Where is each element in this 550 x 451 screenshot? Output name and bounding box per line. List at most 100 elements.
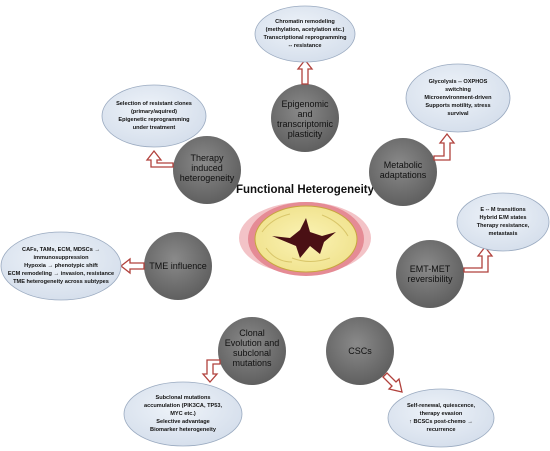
node-label: CSCs	[348, 346, 372, 356]
bubble-line: ↑ BCSCs post-chemo →	[409, 419, 473, 425]
svg-text:Hybrid E/M states: Hybrid E/M states	[480, 215, 527, 221]
node-label: plasticity	[288, 129, 323, 139]
bubble-line: Selective advantage	[156, 419, 209, 425]
bubble-line: therapy evasion	[420, 411, 463, 417]
svg-text:Chromatin remodeling: Chromatin remodeling	[275, 19, 335, 25]
svg-text:switching: switching	[445, 87, 471, 93]
svg-text:E -- M transitions: E -- M transitions	[480, 207, 525, 213]
svg-text:reversibility: reversibility	[407, 274, 453, 284]
node-label: subclonal	[233, 348, 271, 358]
node-label: Epigenomic	[281, 99, 329, 109]
bubble-line: Chromatin remodeling	[275, 19, 335, 25]
bubble-line: immunosuppression	[33, 255, 89, 261]
node-label: adaptations	[380, 170, 427, 180]
svg-text:(methylation, acetylation etc.: (methylation, acetylation etc.)	[266, 27, 345, 33]
arrow-cscs	[382, 372, 403, 393]
bubble-line: Subclonal mutations	[155, 395, 210, 401]
svg-text:accumulation (PIK3CA, TP53,: accumulation (PIK3CA, TP53,	[144, 403, 222, 409]
node-emt-met: EMT-MET reversibility	[396, 240, 464, 308]
svg-text:Evolution and: Evolution and	[225, 338, 280, 348]
svg-text:EMT-MET: EMT-MET	[410, 264, 451, 274]
svg-text:induced: induced	[191, 163, 223, 173]
arrow-emt	[463, 245, 494, 273]
node-label: Therapy	[190, 153, 224, 163]
arrow-up-epigenomic	[296, 58, 314, 85]
svg-text:Supports motility, stress: Supports motility, stress	[425, 103, 490, 109]
svg-text:metastasis: metastasis	[489, 231, 518, 237]
svg-text:Selective advantage: Selective advantage	[156, 419, 209, 425]
node-label: heterogeneity	[180, 173, 235, 183]
svg-text:Selection of resistant clones: Selection of resistant clones	[116, 101, 192, 107]
bubble-line: Self-renewal, quiescence,	[407, 403, 476, 409]
node-label: mutations	[232, 358, 272, 368]
svg-text:adaptations: adaptations	[380, 170, 427, 180]
bubble-line: Hybrid E/M states	[480, 215, 527, 221]
svg-text:↑ BCSCs post-chemo →: ↑ BCSCs post-chemo →	[409, 419, 473, 425]
bubble-emt: E -- M transitions Hybrid E/M states The…	[456, 192, 550, 252]
node-epigenomic: Epigenomic and transcriptomic plasticity	[271, 84, 339, 152]
svg-text:MYC etc.): MYC etc.)	[170, 411, 196, 417]
node-label: reversibility	[407, 274, 453, 284]
bubble-cscs: Self-renewal, quiescence, therapy evasio…	[387, 388, 495, 448]
svg-text:(primary/aquired): (primary/aquired)	[131, 109, 177, 115]
svg-text:-- resistance: -- resistance	[289, 43, 322, 49]
svg-text:Epigenomic: Epigenomic	[281, 99, 329, 109]
svg-text:subclonal: subclonal	[233, 348, 271, 358]
central-cell-illustration	[239, 202, 371, 276]
bubble-line: under treatment	[133, 125, 176, 131]
arrow-clonal	[201, 359, 221, 383]
svg-text:Metabolic: Metabolic	[384, 160, 423, 170]
svg-text:ECM remodeling → invasion, res: ECM remodeling → invasion, resistance	[8, 271, 114, 277]
bubble-line: Supports motility, stress	[425, 103, 490, 109]
node-tme: TME influence	[144, 232, 212, 300]
svg-text:and: and	[297, 109, 312, 119]
svg-text:CAFs, TAMs, ECM, MDSCs →: CAFs, TAMs, ECM, MDSCs →	[22, 247, 100, 253]
bubble-line: switching	[445, 87, 471, 93]
diagram-title: Functional Heterogeneity	[236, 184, 375, 196]
arrow-therapy	[145, 149, 174, 168]
arrow-tme	[119, 257, 145, 275]
bubble-line: -- resistance	[289, 43, 322, 49]
bubble-line: E -- M transitions	[480, 207, 525, 213]
node-therapy-induced: Therapy induced heterogeneity	[173, 136, 241, 204]
bubble-line: Transcriptional reprogramming	[264, 35, 348, 41]
bubble-line: Microenvironment-driven	[424, 95, 492, 101]
svg-text:under treatment: under treatment	[133, 125, 176, 131]
bubble-epigenomic: Chromatin remodeling (methylation, acety…	[254, 5, 356, 63]
svg-text:recurrence: recurrence	[427, 427, 456, 433]
bubble-line: Epigenetic reprogramming	[118, 117, 190, 123]
svg-text:transcriptomic: transcriptomic	[277, 119, 334, 129]
bubble-metabolic: Glycolysis -- OXPHOS switching Microenvi…	[405, 63, 511, 133]
node-cscs: CSCs	[326, 317, 394, 385]
node-label: TME influence	[149, 261, 207, 271]
node-label: Clonal	[239, 328, 265, 338]
svg-text:plasticity: plasticity	[288, 129, 323, 139]
svg-text:Therapy resistance,: Therapy resistance,	[477, 223, 530, 229]
svg-text:mutations: mutations	[232, 358, 272, 368]
svg-text:TME heterogeneity across subty: TME heterogeneity across subtypes	[13, 279, 109, 285]
bubble-line: metastasis	[489, 231, 518, 237]
bubble-line: Glycolysis -- OXPHOS	[429, 79, 488, 85]
svg-text:immunosuppression: immunosuppression	[33, 255, 89, 261]
bubble-line: (methylation, acetylation etc.)	[266, 27, 345, 33]
bubble-line: Biomarker heterogeneity	[150, 427, 217, 433]
bubble-tme: CAFs, TAMs, ECM, MDSCs → immunosuppressi…	[0, 231, 122, 301]
bubble-line: recurrence	[427, 427, 456, 433]
node-clonal-evolution: Clonal Evolution and subclonal mutations	[218, 317, 286, 385]
svg-text:Epigenetic reprogramming: Epigenetic reprogramming	[118, 117, 190, 123]
svg-text:survival: survival	[447, 111, 469, 117]
bubble-line: Hypoxia → phenotypic shift	[24, 263, 98, 269]
svg-text:Glycolysis -- OXPHOS: Glycolysis -- OXPHOS	[429, 79, 488, 85]
node-label: EMT-MET	[410, 264, 451, 274]
svg-text:Subclonal mutations: Subclonal mutations	[155, 395, 210, 401]
bubble-line: MYC etc.)	[170, 411, 196, 417]
bubble-clonal: Subclonal mutations accumulation (PIK3CA…	[123, 381, 243, 447]
node-label: and	[297, 109, 312, 119]
svg-text:Transcriptional reprogramming: Transcriptional reprogramming	[264, 35, 348, 41]
bubble-line: Therapy resistance,	[477, 223, 530, 229]
bubble-line: (primary/aquired)	[131, 109, 177, 115]
svg-text:Biomarker heterogeneity: Biomarker heterogeneity	[150, 427, 217, 433]
svg-text:Microenvironment-driven: Microenvironment-driven	[424, 95, 492, 101]
arrow-metabolic	[433, 132, 456, 161]
